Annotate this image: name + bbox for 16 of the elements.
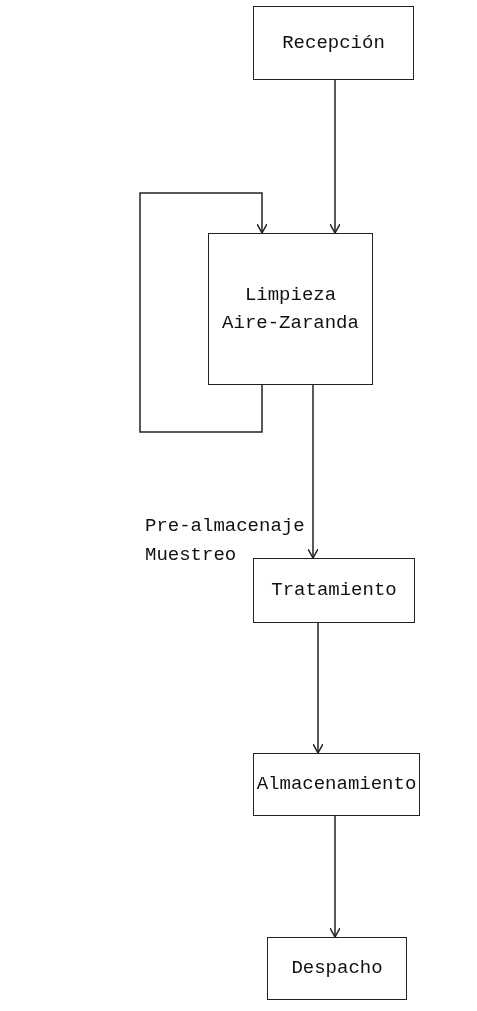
arrow [312,622,324,754]
arrow [329,79,341,234]
box-label: Limpieza Aire-Zaranda [221,282,360,336]
box-label: Tratamiento [271,578,397,604]
note-text: Pre-almacenaje Muestreo [145,514,306,568]
process-box [267,937,407,1000]
arrow [139,192,268,433]
box-label: Almacenamiento [256,772,417,798]
process-box [253,558,415,623]
box-label: Despacho [291,956,383,982]
process-box [208,233,373,385]
box-label: Recepción [282,30,385,56]
process-box [253,753,420,816]
arrow [307,384,319,559]
arrow [329,815,341,938]
process-box [253,6,414,80]
